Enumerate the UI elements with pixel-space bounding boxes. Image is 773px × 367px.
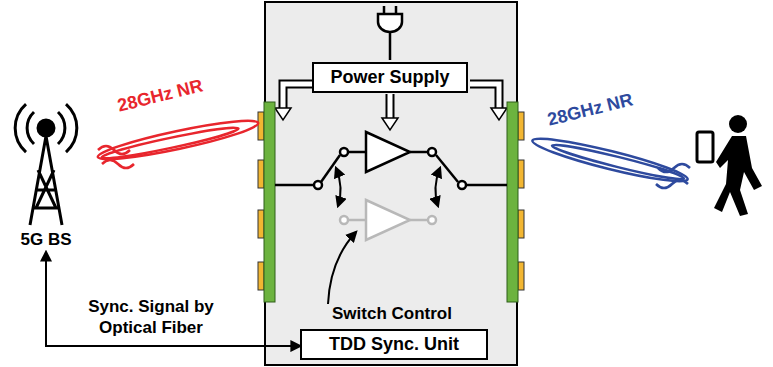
signal-label: 28GHz NR — [545, 89, 635, 130]
process-box: Power Supply — [312, 62, 468, 93]
amplifier-switch — [275, 132, 507, 189]
antenna-panel-right — [507, 102, 524, 302]
station-node: 5G BS — [20, 230, 71, 250]
plug-icon — [378, 6, 402, 60]
switch-toggle-arrows — [328, 168, 440, 304]
antenna-panel-left — [258, 102, 275, 302]
ue-beam — [530, 132, 690, 188]
repeater-housing — [265, 2, 517, 365]
bs-beam — [96, 114, 260, 168]
node-text: 5G BS — [20, 230, 71, 250]
process-box: TDD Sync. Unit — [300, 329, 488, 360]
node-text: TDD Sync. Unit — [312, 334, 476, 355]
sync-fiber-connector — [46, 252, 300, 346]
user-icon — [697, 115, 762, 216]
node-text: Power Supply — [324, 67, 456, 88]
control-label: Switch Control — [332, 304, 452, 324]
base-station-icon — [15, 104, 77, 225]
signal-label: 28GHz NR — [115, 75, 205, 116]
edge-label: Sync. Signal by Optical Fiber — [76, 296, 226, 339]
